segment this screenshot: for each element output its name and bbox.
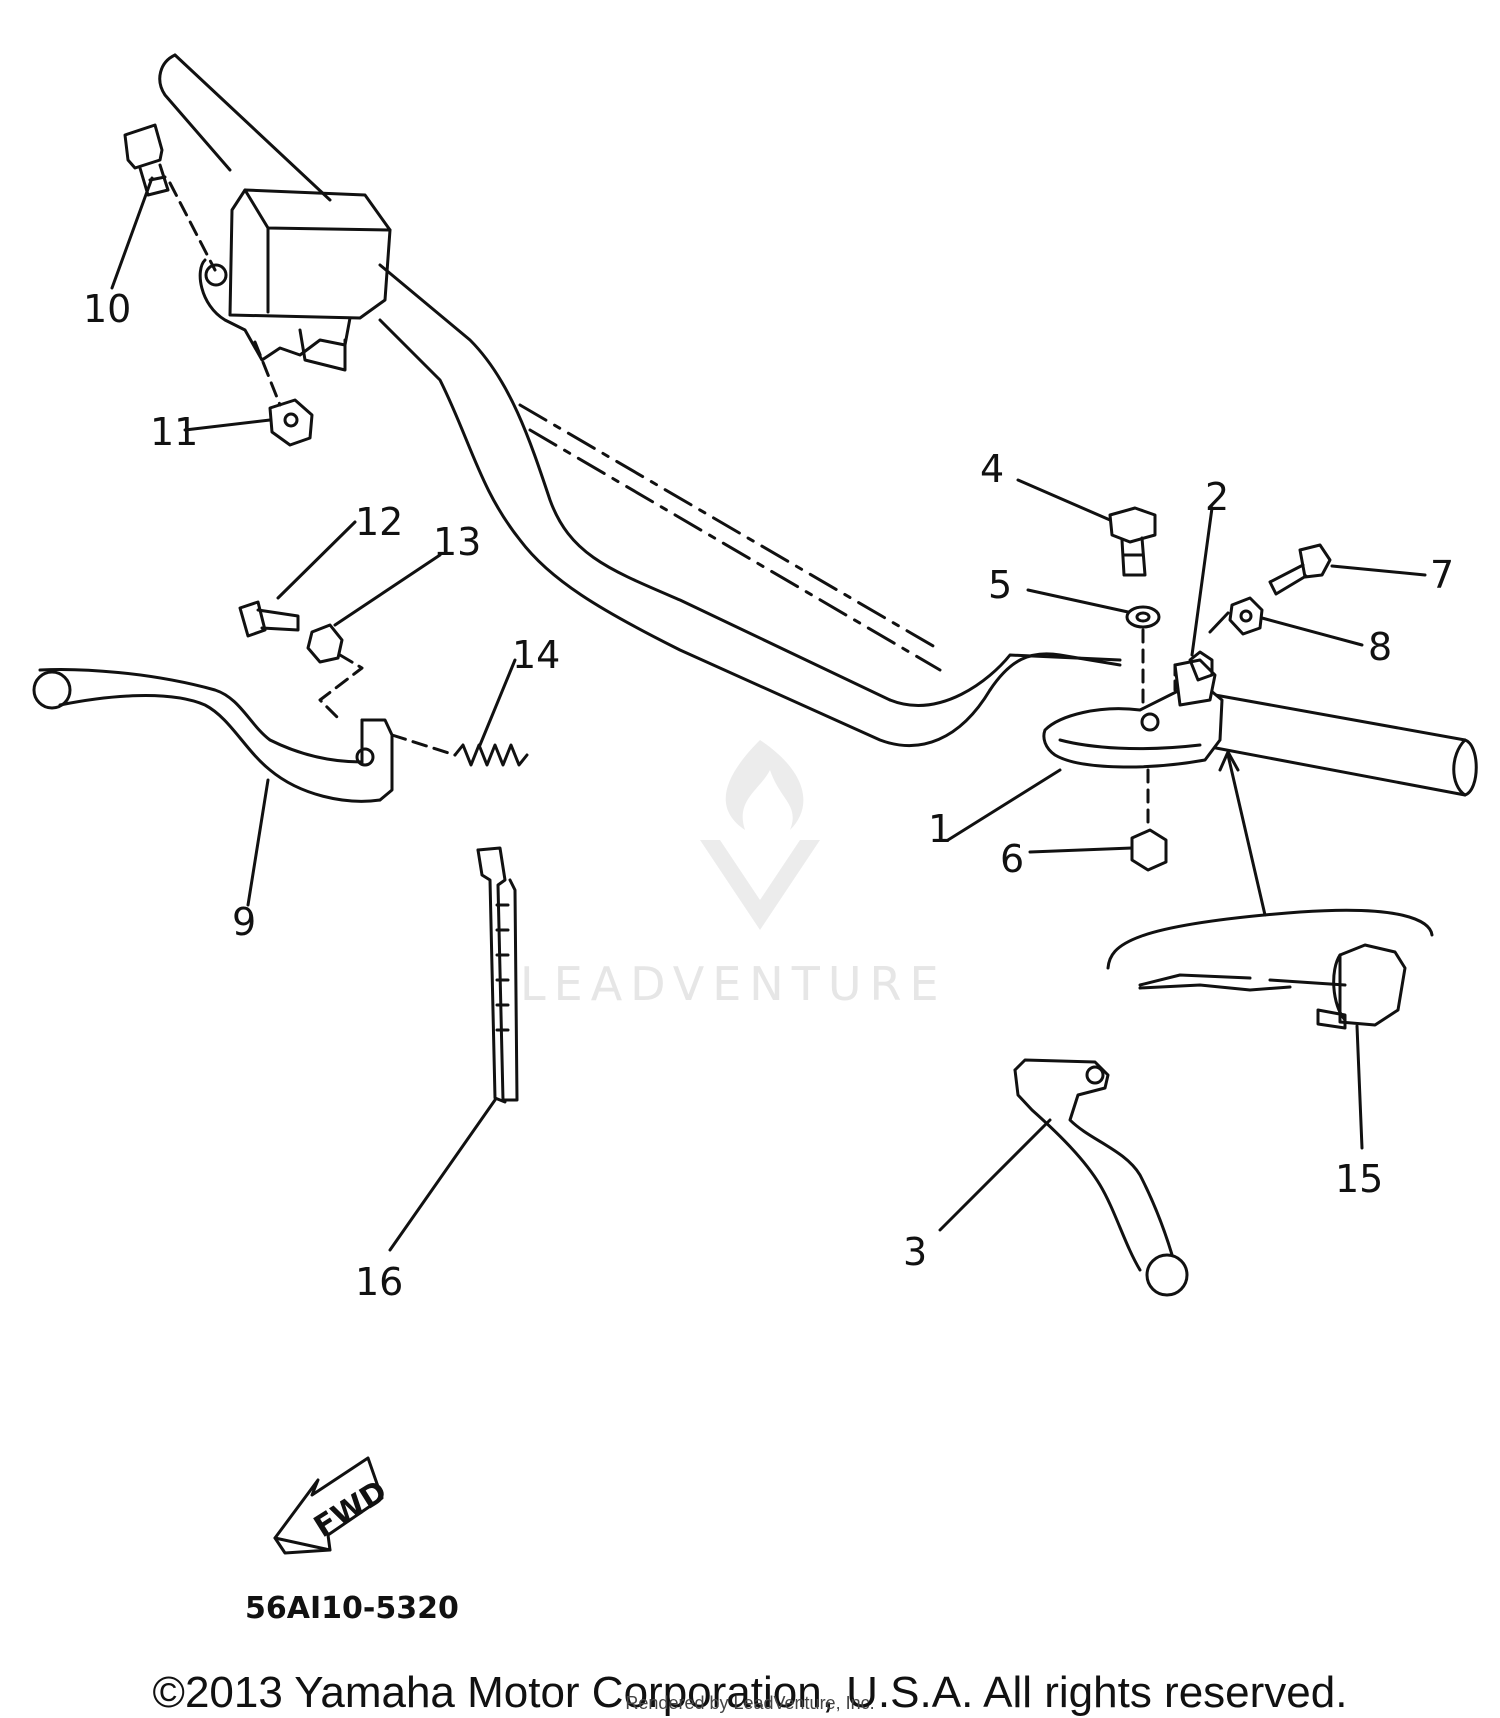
brake-lever-9 <box>32 668 394 803</box>
bolt-12 <box>238 600 300 638</box>
leader-lines <box>110 176 1427 1252</box>
callout-11: 11 <box>150 410 198 454</box>
clutch-lever-3 <box>1013 1058 1189 1297</box>
callout-6: 6 <box>1000 837 1024 881</box>
callout-3: 3 <box>903 1230 927 1274</box>
callout-9: 9 <box>232 900 256 944</box>
fwd-arrow <box>273 1456 384 1555</box>
callout-7: 7 <box>1430 553 1454 597</box>
lever-holder-1 <box>1042 658 1224 769</box>
washer-5 <box>1125 605 1161 629</box>
handlebar <box>158 53 1478 797</box>
pivot-2 <box>1188 650 1214 682</box>
switch-assembly-15 <box>1106 750 1434 1030</box>
callout-13: 13 <box>433 520 481 564</box>
bolt-7 <box>1268 543 1332 596</box>
callout-8: 8 <box>1368 625 1392 669</box>
callout-4: 4 <box>980 447 1004 491</box>
callout-5: 5 <box>988 563 1012 607</box>
nut-13 <box>306 623 344 664</box>
diagram-part-code: 56AI10-5320 <box>245 1591 459 1626</box>
callout-12: 12 <box>355 500 403 544</box>
callout-labels: 1 2 3 4 5 6 7 8 9 10 11 12 13 14 15 16 <box>83 287 1454 1304</box>
callout-14: 14 <box>512 633 560 677</box>
nut-11 <box>268 398 314 447</box>
callout-16: 16 <box>355 1260 403 1304</box>
watermark-text: LEADVENTURE <box>520 957 947 1011</box>
rendered-by-notice: Rendered by LeadVenture, Inc. <box>625 1693 875 1713</box>
spring-14 <box>390 733 529 767</box>
copyright-notice: ©2013 Yamaha Motor Corporation, U.S.A. A… <box>152 1668 1348 1717</box>
callout-1: 1 <box>928 807 952 851</box>
callout-2: 2 <box>1205 475 1229 519</box>
bolt-10 <box>123 123 170 197</box>
watermark-logo: LEADVENTURE <box>520 740 947 1011</box>
nut-8 <box>1228 596 1264 636</box>
callout-10: 10 <box>83 287 131 331</box>
nut-6 <box>1130 628 1168 872</box>
cable-tie-16 <box>476 846 519 1104</box>
bolt-4 <box>1108 506 1157 577</box>
master-cylinder-assembly <box>198 188 392 372</box>
callout-15: 15 <box>1335 1157 1383 1201</box>
